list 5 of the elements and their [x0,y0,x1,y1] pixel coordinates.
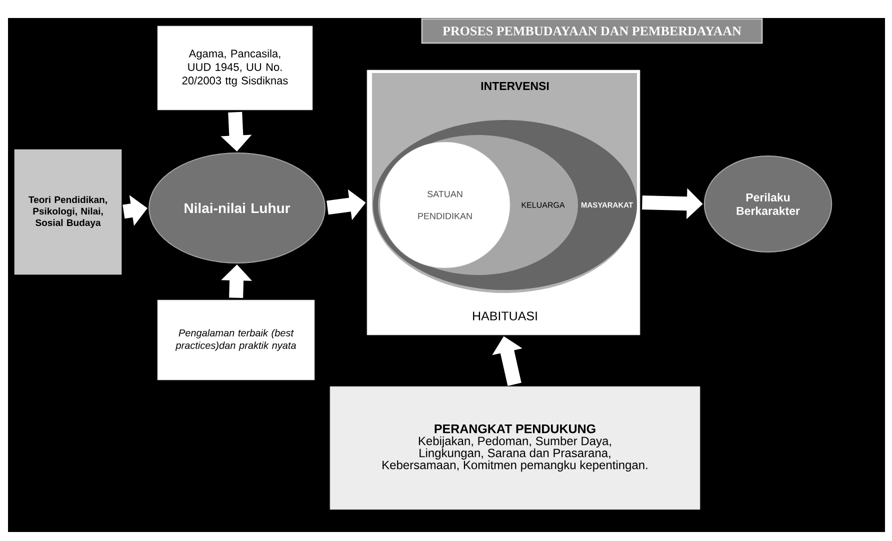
source-box: Agama, Pancasila, UUD 1945, UU No. 20/2003 ttg Sisdiknas [157,26,313,110]
support-box: PERANGKAT PENDUKUNG Kebijakan, Pedoman, Sumber Daya, Lingkungan, Sarana dan Prasarana, Kebersamaan, Komitmen pemangku kepentingan. [330,386,700,510]
source-box: Pengalaman terbaik (best practices)dan praktik nyata [157,300,315,380]
source-box: Teori Pendidikan, Psikologi, Nilai, Sosial Budaya [14,149,122,275]
title-banner: PROSES PEMBUDAYAAN DAN PEMBERDAYAAN [421,18,763,44]
